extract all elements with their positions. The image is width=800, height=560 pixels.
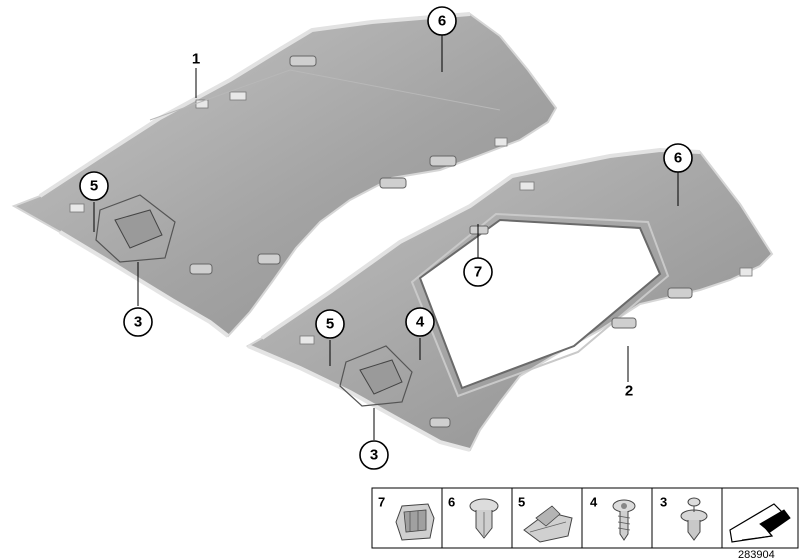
callout-7: 7: [463, 257, 493, 287]
legend-item-3: 3: [660, 495, 708, 541]
svg-text:6: 6: [674, 150, 682, 167]
svg-text:5: 5: [90, 178, 98, 195]
headliner-without-sunroof: [11, 12, 558, 338]
legend-item-6: 6: [448, 495, 499, 539]
callouts: 6 5 3 6 7 5 4 3: [79, 6, 693, 470]
svg-text:5: 5: [326, 316, 334, 333]
callout-6-top: 6: [427, 6, 457, 36]
callout-3-left: 3: [123, 307, 153, 337]
diagram-id: 283904: [738, 549, 775, 560]
callout-4: 4: [405, 307, 435, 337]
callout-3-right: 3: [359, 440, 389, 470]
callout-5-left: 5: [79, 171, 109, 201]
callout-5-right: 5: [315, 309, 345, 339]
svg-text:4: 4: [416, 314, 425, 331]
expanding-rivet-icon: [680, 497, 708, 541]
legend-item-4: 4: [590, 495, 636, 541]
svg-text:4: 4: [590, 495, 598, 510]
svg-text:7: 7: [378, 495, 385, 510]
bracket-clip-icon: [523, 505, 573, 543]
mushroom-rivet-icon: [469, 498, 499, 539]
screw-icon: [612, 499, 636, 541]
legend-item-7: 7: [378, 495, 435, 541]
legend-item-5: 5: [518, 495, 573, 543]
svg-text:6: 6: [448, 495, 455, 510]
svg-text:7: 7: [474, 264, 482, 281]
callout-6-right: 6: [663, 143, 693, 173]
parts-legend: 7 6 5: [371, 487, 799, 549]
leader-lines: [93, 34, 679, 440]
svg-text:6: 6: [438, 13, 446, 30]
part-label-2: 2: [625, 383, 633, 400]
arrow-indicator-icon: [729, 503, 791, 543]
clip-icon: [395, 503, 435, 541]
part-label-1: 1: [192, 51, 200, 68]
svg-text:3: 3: [370, 447, 378, 464]
svg-text:3: 3: [134, 314, 142, 331]
svg-text:3: 3: [660, 495, 667, 510]
svg-text:5: 5: [518, 495, 525, 510]
